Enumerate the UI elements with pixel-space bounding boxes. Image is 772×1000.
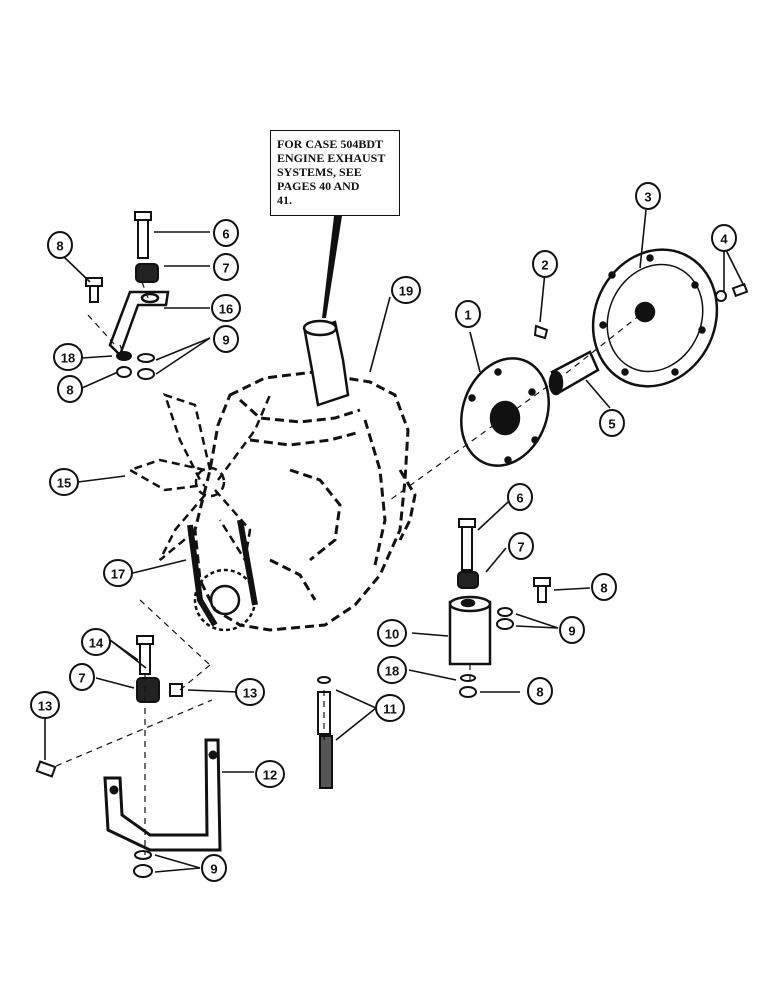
- note-line: SYSTEMS, SEE: [277, 165, 362, 179]
- callout-17: 17: [111, 567, 125, 582]
- bushing-7-top: [135, 263, 159, 283]
- callout-19: 19: [399, 284, 413, 299]
- note-line: FOR CASE 504BDT: [277, 137, 384, 151]
- screw-2: [533, 324, 549, 340]
- bushing-7-lower: [136, 677, 160, 703]
- callout-16: 16: [219, 302, 233, 317]
- washer-18-right: [459, 674, 477, 698]
- bolt-13-lower: [35, 760, 57, 778]
- bracket-12: [103, 738, 222, 852]
- bolt-6-right: [458, 518, 476, 571]
- callout-6-top: 6: [222, 227, 229, 242]
- note-line: PAGES 40 AND: [277, 179, 360, 193]
- bolt-14: [136, 635, 154, 675]
- bushing-7-right: [457, 571, 479, 589]
- bolt-6-top: [134, 211, 152, 259]
- fan: [126, 393, 272, 564]
- callout-2: 2: [541, 258, 548, 273]
- callout-5: 5: [608, 417, 615, 432]
- mount-block-10: [448, 595, 492, 666]
- studs-11: [317, 676, 333, 789]
- assembly-lines: [55, 281, 641, 855]
- callout-8-left: 8: [66, 383, 73, 398]
- callout-1: 1: [464, 308, 471, 323]
- exhaust-reference-note: FOR CASE 504BDT ENGINE EXHAUST SYSTEMS, …: [270, 130, 400, 216]
- callout-4: 4: [720, 232, 728, 247]
- callout-9-right: 9: [568, 624, 575, 639]
- callout-8-right-upper: 8: [600, 581, 607, 596]
- callout-14: 14: [89, 636, 104, 651]
- callout-9-lower: 9: [210, 862, 217, 877]
- leader-lines: [44, 209, 745, 873]
- callout-8-right-lower: 8: [536, 685, 543, 700]
- crank-pulley: [193, 568, 257, 632]
- callout-7-lower: 7: [78, 671, 85, 686]
- flywheel-housing: [591, 248, 719, 388]
- callout-6-right: 6: [516, 491, 523, 506]
- washers-9-lower: [133, 850, 153, 878]
- callout-18-right: 18: [385, 664, 399, 679]
- washers-9-top: [116, 351, 155, 380]
- callout-3: 3: [644, 190, 651, 205]
- callout-10: 10: [385, 627, 399, 642]
- note-line: ENGINE EXHAUST: [277, 151, 386, 165]
- callout-circles: [30, 182, 737, 882]
- callout-11: 11: [383, 702, 397, 717]
- callout-labels: 1 2 3 4 5 6 6 7 7 7 8 8 8 8 9 9 9 10 11 …: [38, 190, 729, 877]
- callout-13-upper: 13: [243, 686, 257, 701]
- bolt-8-top: [85, 277, 103, 303]
- nut-13-upper: [169, 683, 183, 697]
- callout-7-right: 7: [517, 540, 524, 555]
- callout-9-top: 9: [222, 333, 229, 348]
- callout-13-lower: 13: [38, 699, 52, 714]
- callout-12: 12: [263, 768, 277, 783]
- splined-shaft: [548, 350, 600, 396]
- bolt-4: [715, 282, 749, 302]
- bracket-16: [108, 290, 170, 358]
- drive-plate: [460, 357, 550, 467]
- washers-9-right: [496, 607, 514, 630]
- callout-18-top: 18: [61, 351, 75, 366]
- bolt-8-right: [533, 577, 551, 603]
- note-line: 41.: [277, 193, 292, 207]
- callout-7-top: 7: [222, 261, 229, 276]
- exhaust-elbow: [302, 319, 350, 407]
- engine-block: [193, 368, 417, 632]
- callout-15: 15: [57, 476, 71, 491]
- callout-8-top: 8: [56, 239, 63, 254]
- note-leader: [322, 216, 342, 318]
